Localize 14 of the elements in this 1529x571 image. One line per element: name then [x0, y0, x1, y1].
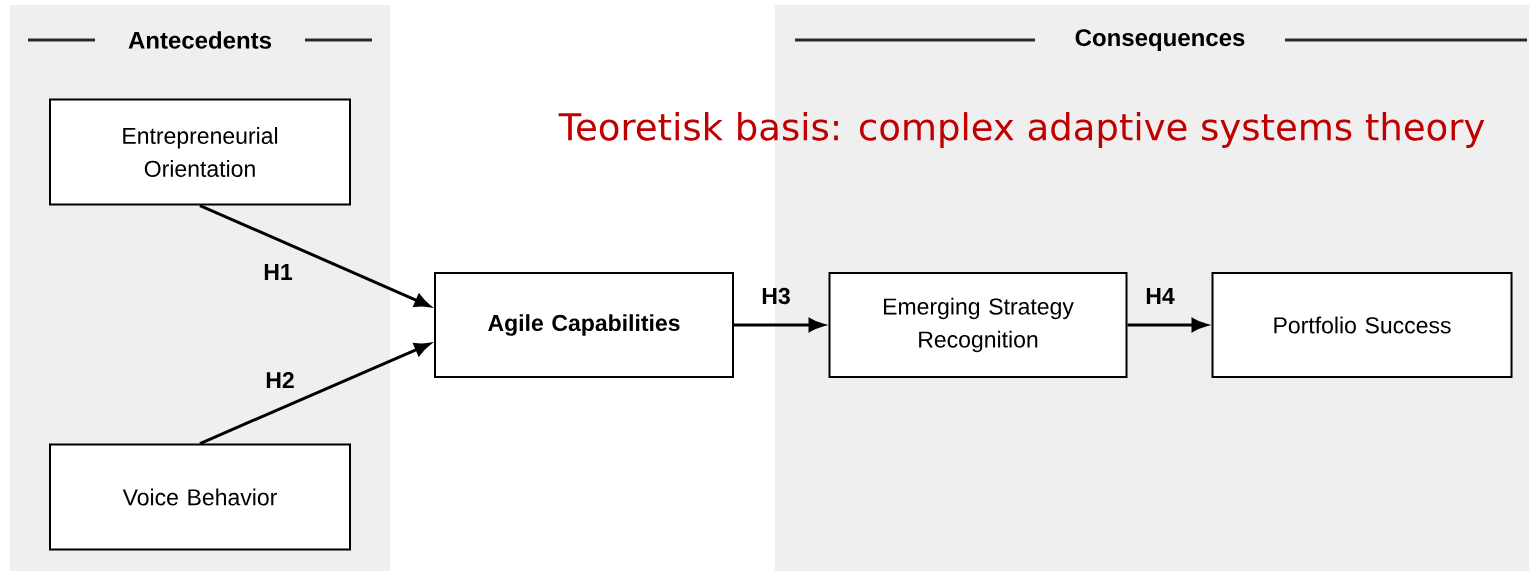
process-box: Emerging Strategy Recognition — [828, 272, 1128, 378]
edge-label: H3 — [762, 287, 790, 305]
edge-label: H1 — [264, 264, 293, 280]
edge-label: H2 — [266, 372, 294, 389]
process-box: Portfolio Success — [1211, 272, 1513, 378]
note-text: Teoretisk basis: complex adaptive systems theory — [558, 112, 1485, 148]
arrow — [1127, 318, 1208, 332]
process-box: Agile Capabilities — [434, 272, 734, 378]
arrow — [199, 204, 431, 308]
arrow — [199, 342, 431, 445]
process-box: Voice Behavior — [49, 443, 351, 551]
process-box: Entrepreneurial Orientation — [49, 98, 351, 206]
arrow — [734, 318, 825, 332]
edge-label: H4 — [1146, 288, 1175, 304]
